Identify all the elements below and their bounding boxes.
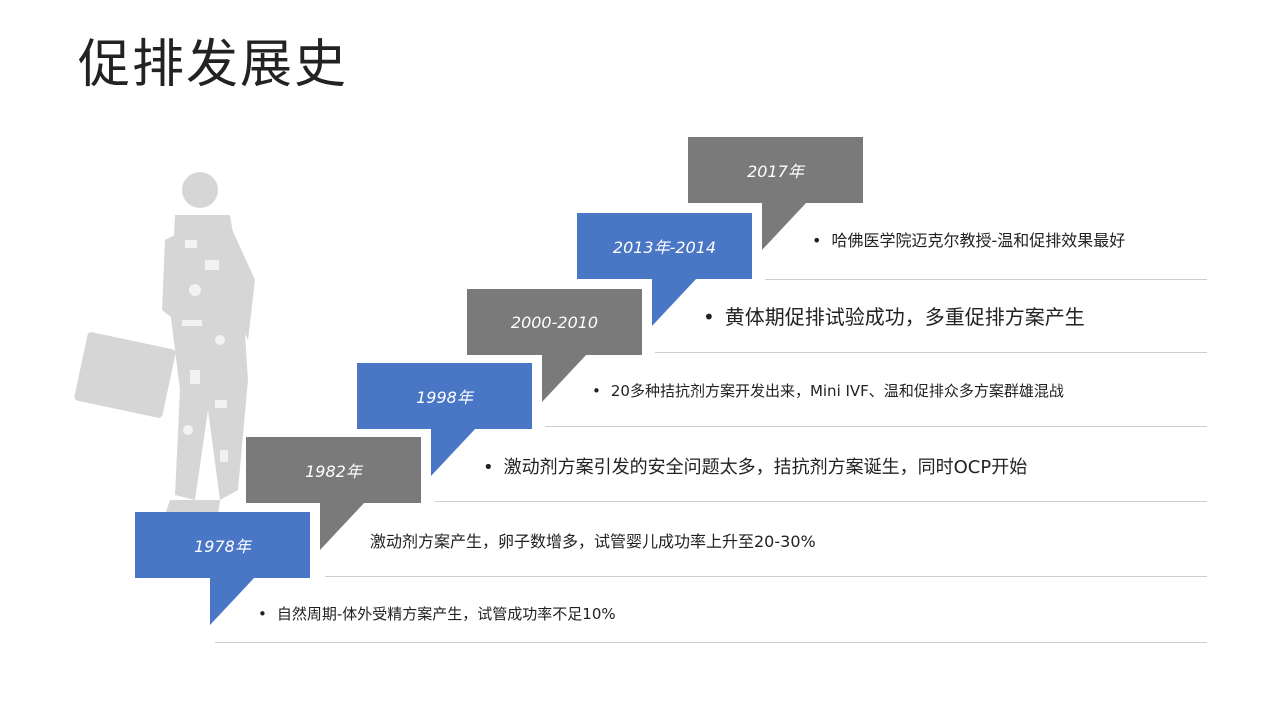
callout-pointer: [431, 428, 476, 476]
callout-pointer: [210, 577, 255, 625]
year-tag-2013-2014: 2013年-2014: [577, 213, 752, 279]
callout-pointer: [542, 354, 587, 402]
year-label: 1982年: [305, 462, 362, 481]
year-tag-1982: 1982年: [246, 437, 421, 503]
callout-pointer: [762, 202, 807, 250]
year-label: 2000-2010: [510, 312, 599, 332]
year-label: 2017年: [747, 162, 804, 181]
year-tag-1978: 1978年: [135, 512, 310, 578]
callout-pointer: [320, 502, 365, 550]
year-label: 1978年: [194, 537, 251, 556]
page-title: 促排发展史: [78, 35, 349, 95]
event-text-1982: 激动剂方案产生，卵子数增多，试管婴儿成功率上升至20-30%: [370, 532, 816, 551]
divider-line: [765, 279, 1207, 280]
callout-pointer: [652, 278, 697, 326]
divider-line: [325, 576, 1207, 577]
businessman-silhouette-icon: [74, 172, 255, 515]
divider-line: [655, 352, 1207, 353]
year-label: 2013年-2014: [612, 238, 717, 257]
year-tag-2000-2010: 2000-2010: [467, 289, 642, 355]
divider-line: [545, 426, 1207, 427]
event-text-2017: 哈佛医学院迈克尔教授-温和促排效果最好: [812, 227, 1125, 251]
event-text-1998: 激动剂方案引发的安全问题太多，拮抗剂方案诞生，同时OCP开始: [483, 453, 1028, 479]
year-tag-2017: 2017年: [688, 137, 863, 203]
divider-line: [215, 642, 1207, 643]
year-tag-1998: 1998年: [357, 363, 532, 429]
event-text-2000-2010: 20多种拮抗剂方案开发出来，Mini IVF、温和促排众多方案群雄混战: [592, 380, 1064, 401]
event-text-2013-2014: 黄体期促排试验成功，多重促排方案产生: [703, 301, 1085, 330]
divider-line: [435, 501, 1207, 502]
event-text-1978: 自然周期-体外受精方案产生，试管成功率不足10%: [258, 603, 616, 624]
year-label: 1998年: [416, 388, 473, 407]
